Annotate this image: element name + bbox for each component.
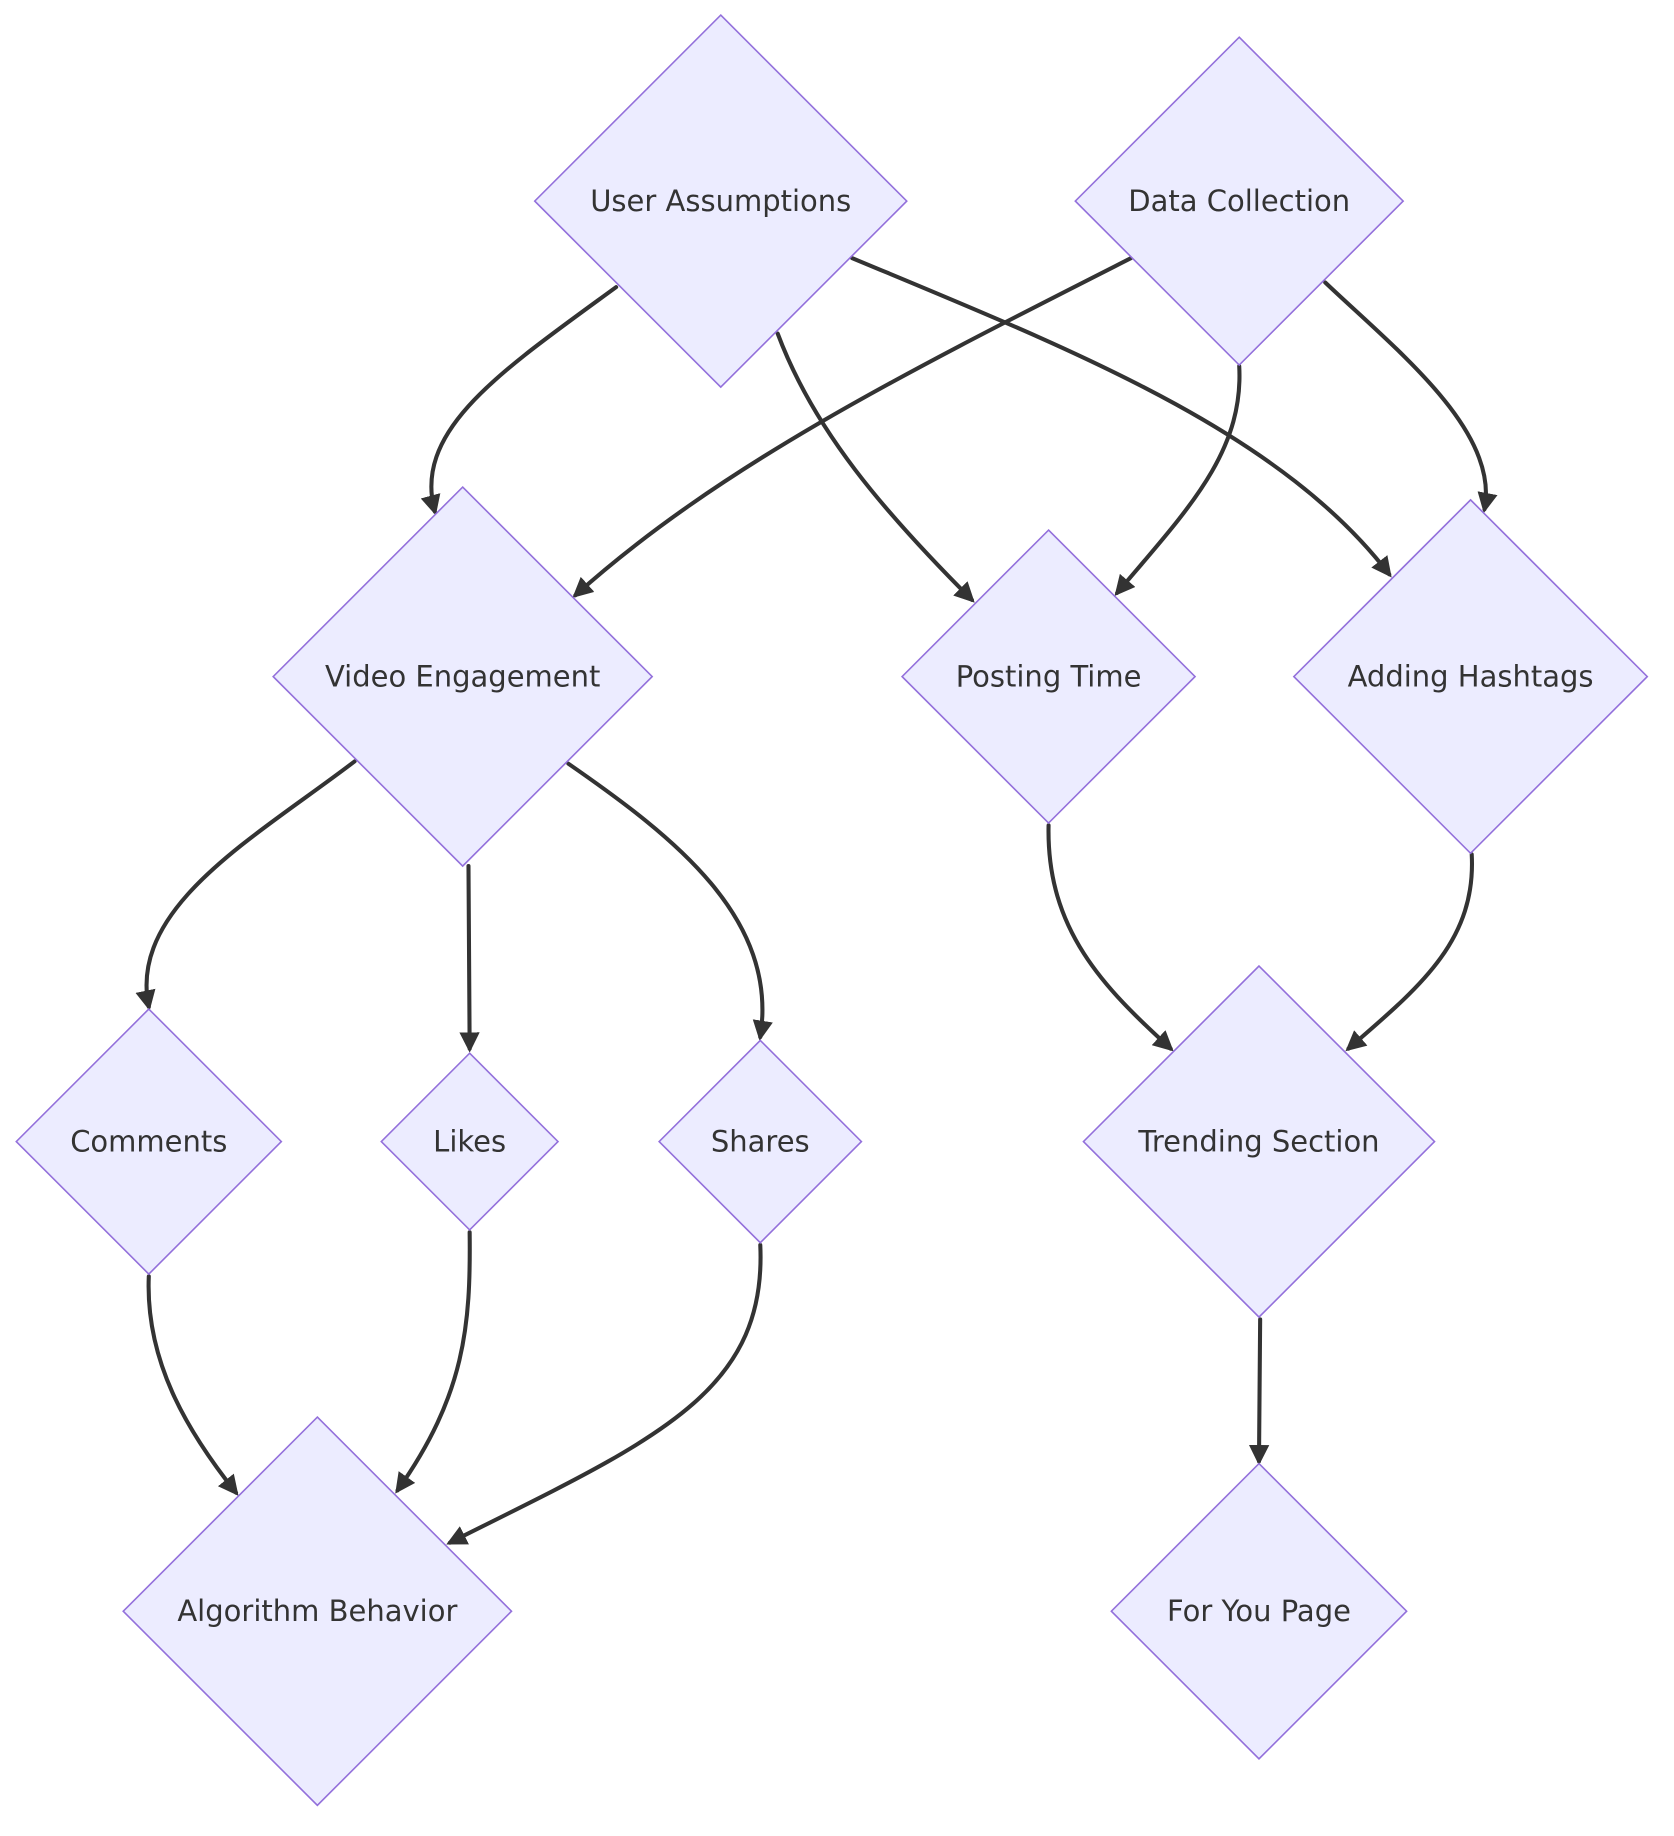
node-label: Adding Hashtags: [1348, 660, 1594, 694]
node-label: Trending Section: [1137, 1125, 1379, 1159]
node-label: Data Collection: [1128, 184, 1350, 218]
node-shares: Shares: [658, 1039, 863, 1244]
edge-user-assumptions-to-adding-hashtags: [850, 256, 1392, 578]
diamond-shape: [1082, 964, 1436, 1319]
edge-video-engagement-to-likes: [459, 864, 480, 1053]
node-label: Algorithm Behavior: [177, 1594, 457, 1628]
node-video-engagement: Video Engagement: [272, 485, 654, 868]
node-label: Comments: [70, 1125, 227, 1159]
node-label: Likes: [433, 1125, 506, 1159]
edge-shares-to-algorithm-behavior: [446, 1243, 763, 1545]
diamond-shape: [900, 528, 1197, 825]
edges-layer: [135, 256, 1498, 1545]
node-label: Video Engagement: [325, 660, 600, 694]
edge-trending-section-to-for-you-page: [1248, 1317, 1270, 1466]
node-comments: Comments: [15, 1007, 283, 1276]
diamond-shape: [658, 1039, 863, 1244]
node-adding-hashtags: Adding Hashtags: [1292, 498, 1649, 855]
node-posting-time: Posting Time: [900, 528, 1197, 825]
node-data-collection: Data Collection: [1074, 36, 1405, 367]
edge-data-collection-to-posting-time: [1114, 364, 1242, 596]
edge-user-assumptions-to-video-engagement: [420, 285, 619, 516]
node-label: User Assumptions: [590, 184, 851, 218]
node-label: For You Page: [1167, 1594, 1351, 1628]
diamond-shape: [380, 1052, 560, 1232]
edge-user-assumptions-to-posting-time: [775, 331, 975, 603]
node-trending-section: Trending Section: [1082, 964, 1436, 1319]
edge-likes-to-algorithm-behavior: [395, 1230, 472, 1494]
edge-data-collection-to-adding-hashtags: [1323, 280, 1498, 514]
edge-posting-time-to-trending-section: [1046, 823, 1174, 1052]
node-user-assumptions: User Assumptions: [533, 13, 908, 389]
diamond-shape: [272, 485, 654, 868]
diamond-shape: [15, 1007, 283, 1276]
diamond-shape: [533, 13, 908, 389]
edge-video-engagement-to-shares: [566, 761, 773, 1041]
edge-data-collection-to-video-engagement: [572, 256, 1134, 598]
node-label: Shares: [711, 1125, 810, 1159]
edge-comments-to-algorithm-behavior: [146, 1274, 239, 1496]
node-algorithm-behavior: Algorithm Behavior: [122, 1415, 513, 1807]
node-label: Posting Time: [956, 660, 1142, 694]
diamond-shape: [122, 1415, 513, 1807]
diamond-shape: [1110, 1462, 1408, 1760]
edge-video-engagement-to-comments: [135, 759, 357, 1011]
diamond-shape: [1292, 498, 1649, 855]
node-for-you-page: For You Page: [1110, 1462, 1408, 1760]
node-likes: Likes: [380, 1052, 560, 1232]
diamond-shape: [1074, 36, 1405, 367]
edge-adding-hashtags-to-trending-section: [1345, 852, 1474, 1052]
